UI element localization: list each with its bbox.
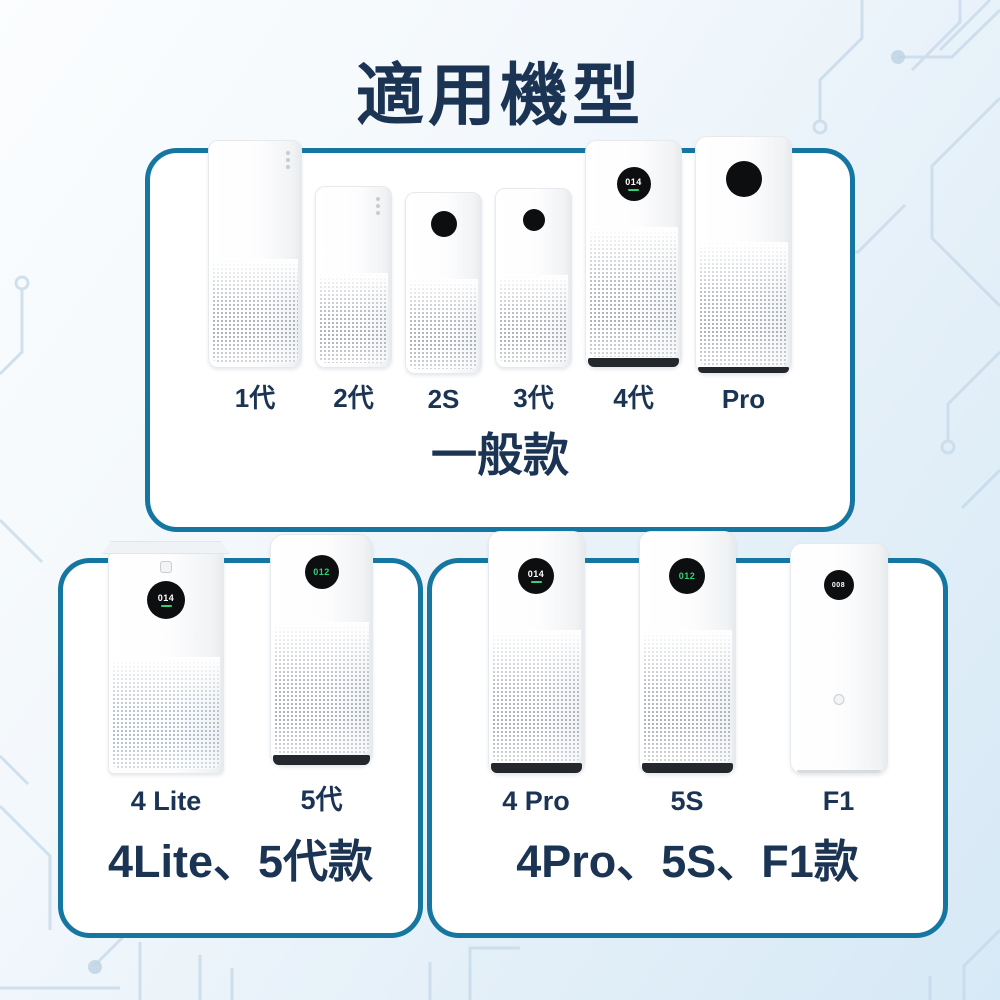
product-gen3: 3代 — [495, 188, 572, 415]
device-base — [273, 755, 370, 765]
mijia-logo-icon — [833, 694, 844, 705]
mesh-grille — [642, 630, 732, 762]
display-green-bar-icon — [160, 604, 172, 607]
product-2s: 2S — [405, 192, 482, 415]
sensor-circle-icon — [430, 211, 457, 237]
display-readout: 014 — [527, 568, 545, 579]
device-display: 014 — [147, 581, 185, 619]
display-readout: 012 — [313, 566, 330, 577]
panel-caption: 一般款 — [431, 429, 569, 481]
mesh-grille — [491, 630, 581, 762]
product-label: 3代 — [513, 383, 554, 413]
sensor-circle-icon — [522, 209, 545, 231]
panel-caption: 4Lite、5代款 — [107, 836, 374, 887]
product-label: 5S — [670, 786, 704, 816]
product-label: 5代 — [300, 785, 343, 815]
device-display: 012 — [669, 558, 705, 594]
device-base — [641, 763, 733, 773]
product-pro: Pro — [695, 136, 792, 415]
purifier-image: 012 — [270, 534, 373, 766]
panel-caption: 4Pro、5S、F1款 — [516, 836, 859, 887]
pro5s-panel: 014 4 Pro 012 — [427, 531, 948, 938]
display-readout: 014 — [625, 176, 642, 187]
device-display: 008 — [823, 570, 854, 600]
lite5-panel: 014 4 Lite 012 — [58, 534, 423, 938]
product-label: 2S — [427, 384, 460, 414]
mesh-grille — [409, 279, 478, 369]
device-base — [796, 770, 881, 773]
device-display: 012 — [304, 555, 339, 589]
product-label: Pro — [721, 384, 766, 414]
product-gen5: 012 5代 — [270, 534, 373, 817]
mesh-grille — [274, 622, 369, 754]
device-base — [588, 358, 679, 367]
product-label: 4 Pro — [502, 786, 570, 816]
mesh-grille — [212, 259, 298, 363]
device-display: 014 — [616, 167, 651, 201]
page-title: 適用機型 — [355, 58, 644, 134]
product-gen1: 1代 — [208, 140, 302, 415]
product-5s: 012 5S — [638, 531, 736, 817]
product-label: 2代 — [333, 383, 374, 413]
product-label: F1 — [822, 786, 855, 816]
device-top-face — [102, 541, 230, 554]
product-4pro: 014 4 Pro — [487, 531, 585, 817]
device-base — [490, 763, 582, 773]
mesh-grille — [319, 273, 388, 363]
purifier-image — [495, 188, 572, 368]
display-readout: 012 — [678, 570, 696, 581]
product-label: 4代 — [613, 383, 654, 413]
product-label: 1代 — [234, 383, 276, 413]
mijia-logo-icon — [160, 561, 172, 573]
indicator-dots-icon — [286, 151, 290, 155]
purifier-image: 014 — [487, 531, 585, 774]
product-4lite: 014 4 Lite — [102, 541, 230, 817]
display-green-bar-icon — [628, 188, 639, 191]
product-gen4: 014 4代 — [585, 140, 682, 415]
mesh-grille — [699, 242, 788, 366]
product-row: 014 4 Pro 012 — [487, 531, 888, 817]
purifier-image: 014 — [585, 140, 682, 368]
mesh-grille — [589, 227, 678, 357]
purifier-image: 012 — [638, 531, 736, 774]
display-readout: 014 — [157, 592, 175, 603]
product-f1: 008 F1 — [789, 543, 888, 817]
mesh-grille — [112, 657, 220, 769]
display-green-bar-icon — [530, 580, 542, 583]
product-row: 1代 2代 2S — [208, 136, 792, 415]
purifier-image — [315, 186, 392, 368]
indicator-dots-icon — [376, 197, 380, 201]
product-row: 014 4 Lite 012 — [102, 534, 373, 817]
purifier-image — [695, 136, 792, 374]
device-display: 014 — [518, 558, 554, 594]
display-readout: 008 — [831, 581, 846, 589]
product-label: 4 Lite — [130, 786, 202, 816]
mesh-grille — [499, 275, 568, 363]
purifier-image: 014 — [102, 541, 230, 774]
sensor-circle-icon — [725, 161, 762, 197]
device-base — [698, 367, 789, 373]
purifier-image — [405, 192, 482, 374]
purifier-image — [208, 140, 302, 368]
general-models-panel: 1代 2代 2S — [145, 136, 855, 532]
purifier-image: 008 — [789, 543, 888, 774]
product-gen2: 2代 — [315, 186, 392, 415]
